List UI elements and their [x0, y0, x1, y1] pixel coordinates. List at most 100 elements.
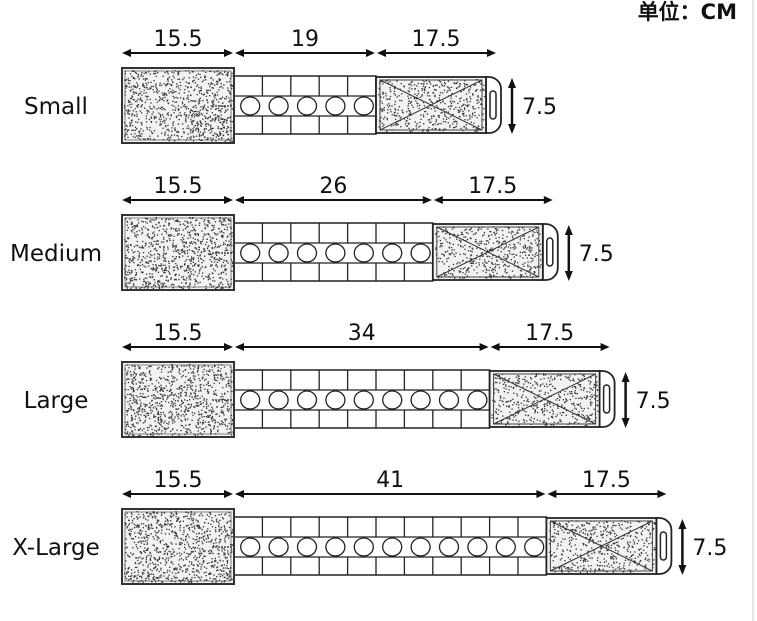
texture-dot	[202, 376, 204, 378]
texture-dot	[155, 223, 157, 226]
texture-dot	[202, 133, 204, 136]
texture-dot	[180, 239, 182, 241]
texture-dot	[161, 233, 163, 235]
texture-dot	[134, 225, 136, 227]
texture-dot	[192, 106, 194, 108]
texture-dot	[132, 388, 135, 391]
texture-dot	[152, 219, 154, 221]
texture-dot	[134, 85, 136, 87]
texture-dot	[171, 369, 173, 371]
texture-dot	[134, 376, 136, 378]
texture-dot	[223, 242, 225, 244]
texture-dot	[205, 123, 207, 125]
texture-dot	[157, 256, 159, 258]
texture-dot	[159, 246, 161, 248]
texture-dot	[192, 120, 194, 122]
texture-dot	[181, 135, 183, 138]
texture-dot	[166, 524, 168, 526]
texture-dot	[156, 402, 158, 404]
texture-dot	[157, 520, 159, 522]
texture-dot	[186, 137, 189, 139]
texture-dot	[206, 112, 208, 114]
texture-dot	[173, 551, 175, 554]
texture-dot	[519, 237, 522, 239]
texture-dot	[557, 421, 559, 424]
texture-dot	[128, 575, 130, 577]
texture-dot	[208, 410, 210, 412]
texture-dot	[139, 261, 141, 264]
texture-dot	[212, 134, 214, 136]
texture-dot	[466, 257, 468, 259]
texture-dot	[490, 277, 492, 279]
texture-dot	[460, 244, 462, 247]
texture-dot	[529, 248, 531, 250]
texture-dot	[209, 278, 211, 280]
texture-dot	[150, 527, 152, 529]
texture-dot	[195, 129, 197, 131]
texture-dot	[215, 520, 218, 522]
texture-dot	[191, 114, 193, 116]
texture-dot	[223, 120, 225, 122]
texture-dot	[183, 580, 185, 582]
texture-dot	[422, 83, 424, 85]
texture-dot	[126, 133, 128, 136]
texture-dot	[127, 82, 129, 84]
texture-dot	[437, 257, 440, 259]
texture-dot	[210, 284, 212, 286]
texture-dot	[480, 80, 483, 82]
texture-dot	[143, 387, 145, 390]
texture-dot	[147, 571, 149, 573]
texture-dot	[218, 118, 220, 120]
texture-dot	[526, 404, 528, 406]
texture-dot	[149, 552, 152, 555]
texture-dot	[210, 82, 212, 84]
texture-dot	[198, 404, 200, 407]
texture-dot	[142, 378, 144, 380]
texture-dot	[491, 417, 493, 419]
texture-dot	[155, 86, 157, 88]
texture-dot	[481, 240, 483, 242]
texture-dot	[440, 244, 442, 247]
texture-dot	[179, 520, 182, 522]
texture-dot	[180, 581, 182, 583]
texture-dot	[157, 72, 159, 74]
texture-dot	[226, 260, 228, 263]
texture-dot	[185, 282, 187, 284]
texture-dot	[173, 97, 175, 99]
texture-dot	[490, 275, 493, 277]
texture-dot	[172, 246, 174, 248]
texture-dot	[175, 543, 177, 545]
texture-dot	[430, 101, 433, 103]
texture-dot	[150, 374, 152, 376]
texture-dot	[144, 245, 146, 247]
texture-dot	[145, 115, 147, 117]
texture-dot	[222, 121, 224, 123]
texture-dot	[208, 415, 210, 417]
texture-dot	[225, 425, 227, 427]
texture-dot	[139, 134, 141, 136]
texture-dot	[419, 121, 421, 124]
texture-dot	[133, 277, 136, 279]
texture-dot	[149, 424, 151, 426]
texture-dot	[559, 391, 561, 393]
texture-dot	[441, 253, 443, 255]
texture-dot	[160, 424, 162, 426]
texture-dot	[190, 260, 192, 263]
texture-dot	[135, 546, 138, 548]
texture-dot	[454, 82, 456, 85]
texture-dot	[178, 78, 181, 80]
texture-dot	[578, 422, 580, 425]
texture-dot	[216, 74, 218, 76]
texture-dot	[139, 88, 141, 90]
texture-dot	[213, 365, 216, 368]
texture-dot	[450, 253, 452, 255]
texture-dot	[473, 122, 475, 124]
texture-dot	[218, 135, 220, 137]
texture-dot	[148, 575, 150, 577]
texture-dot	[152, 288, 154, 290]
texture-dot	[227, 578, 229, 580]
texture-dot	[555, 415, 557, 418]
texture-dot	[195, 281, 197, 283]
texture-dot	[130, 89, 132, 91]
texture-dot	[493, 392, 495, 394]
